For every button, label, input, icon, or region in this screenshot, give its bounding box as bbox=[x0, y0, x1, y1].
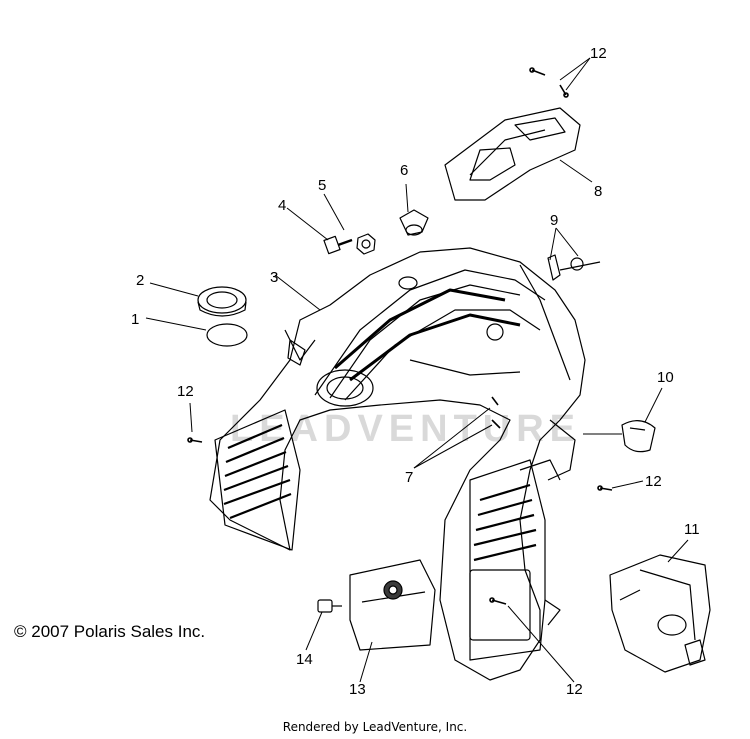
callout-11: 11 bbox=[684, 521, 700, 538]
callout-10: 10 bbox=[657, 369, 674, 386]
callout-8: 8 bbox=[594, 183, 602, 200]
part-8-cap bbox=[444, 107, 581, 201]
part-9-connector bbox=[547, 254, 601, 281]
callout-12-top: 12 bbox=[590, 45, 607, 62]
callout-12-bottom: 12 bbox=[566, 681, 583, 698]
callout-4: 4 bbox=[278, 197, 286, 214]
part-6-switch bbox=[399, 209, 429, 236]
part-13-panel bbox=[349, 559, 436, 651]
callout-12-right: 12 bbox=[645, 473, 662, 490]
part-10-bracket bbox=[621, 420, 656, 453]
callout-13: 13 bbox=[349, 681, 366, 698]
callout-2: 2 bbox=[136, 272, 144, 289]
callout-9: 9 bbox=[550, 212, 558, 229]
part-4-key bbox=[323, 235, 353, 255]
copyright-notice: © 2007 Polaris Sales Inc. bbox=[14, 622, 206, 641]
callout-5: 5 bbox=[318, 177, 326, 194]
footer-credit: Rendered by LeadVenture, Inc. bbox=[282, 720, 468, 734]
screws bbox=[187, 67, 613, 605]
leader-lines bbox=[145, 57, 689, 683]
part-1-ring bbox=[206, 323, 248, 347]
callout-labels: 1 2 3 4 5 6 7 8 9 10 11 12 12 12 12 12 1… bbox=[131, 45, 700, 698]
callout-6: 6 bbox=[400, 162, 408, 179]
callout-14: 14 bbox=[296, 651, 313, 668]
callout-7: 7 bbox=[405, 469, 413, 486]
hood-body bbox=[209, 247, 586, 681]
callout-12-left: 12 bbox=[177, 383, 194, 400]
part-5-nut bbox=[356, 233, 376, 255]
watermark: LEADVENTURE bbox=[230, 408, 582, 450]
part-11-housing bbox=[609, 554, 711, 673]
callout-3: 3 bbox=[270, 269, 278, 286]
part-14-knob bbox=[317, 599, 342, 613]
part-2-grommet bbox=[197, 286, 247, 317]
callout-1: 1 bbox=[131, 311, 139, 328]
